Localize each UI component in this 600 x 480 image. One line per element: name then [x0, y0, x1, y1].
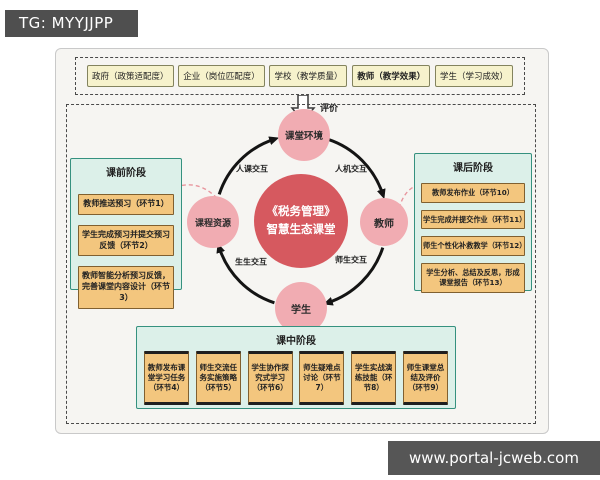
center-title-line1: 《税务管理》	[266, 204, 336, 219]
node-course-resources: 课程资源	[187, 196, 239, 248]
stakeholder-student: 学生（学习成效）	[434, 65, 513, 87]
pre-class-panel: 课前阶段 教师推送预习（环节1） 学生完成预习并提交预习反馈（环节2） 教师智能…	[70, 158, 182, 309]
stakeholder-enterprise: 企业（岗位匹配度）	[178, 65, 265, 87]
in-class-step-6: 师生课堂总结及评价（环节9）	[402, 351, 448, 405]
interaction-teacher-student: 师生交互	[335, 255, 367, 265]
post-class-step-2: 学生完成并提交作业（环节11）	[421, 209, 526, 230]
evaluation-row: 政府（政策适配度） 企业（岗位匹配度） 学校（教学质量） 教师（教学效果） 学生…	[75, 57, 525, 95]
center-circle: 《税务管理》 智慧生态课堂	[254, 174, 348, 268]
stakeholder-teacher: 教师（教学效果）	[352, 65, 431, 87]
interaction-student-student: 生生交互	[235, 257, 267, 267]
interaction-person-machine: 人机交互	[335, 164, 367, 174]
in-class-step-4: 师生疑难点讨论（环节7）	[299, 351, 345, 405]
evaluation-arrow-label: 评价	[320, 104, 339, 114]
post-class-step-1: 教师发布作业（环节10）	[421, 183, 525, 203]
arc-student-to-resources	[216, 242, 275, 305]
pre-class-step-2: 学生完成预习并提交预习反馈（环节2）	[78, 224, 174, 257]
in-class-step-5: 学生实战演练技能（环节8）	[351, 351, 397, 405]
arc-resources-to-environment	[217, 136, 280, 195]
center-title-line2: 智慧生态课堂	[266, 222, 336, 236]
stakeholder-government: 政府（政策适配度）	[87, 65, 174, 87]
arc-environment-to-teacher	[327, 137, 386, 200]
stakeholder-school: 学校（教学质量）	[269, 65, 348, 87]
tg-watermark-label: TG: MYYJJPP	[5, 10, 138, 37]
pre-class-step-1: 教师推送预习（环节1）	[78, 194, 174, 215]
interaction-person-course: 人课交互	[236, 164, 268, 174]
in-class-step-2: 师生交流任务实施策略（环节5）	[195, 351, 241, 405]
post-class-step-4: 学生分析、总结及反思，形成课堂报告（环节13）	[421, 263, 525, 293]
site-watermark-label: www.portal-jcweb.com	[388, 441, 600, 475]
node-student: 学生	[275, 282, 327, 334]
in-class-steps-row: 教师发布课堂学习任务（环节4） 师生交流任务实施策略（环节5） 学生协作探究式学…	[144, 351, 448, 405]
post-class-step-3: 师生个性化补救教学（环节12）	[421, 236, 526, 257]
pre-class-title: 课前阶段	[106, 168, 146, 179]
node-teacher: 教师	[360, 198, 408, 246]
in-class-step-1: 教师发布课堂学习任务（环节4）	[144, 351, 189, 405]
in-class-panel: 课中阶段 教师发布课堂学习任务（环节4） 师生交流任务实施策略（环节5） 学生协…	[136, 326, 456, 409]
ecosystem-box: 课堂环境 教师 学生 课程资源 《税务管理》 智慧生态课堂 人课交互 人机交互 …	[66, 104, 536, 424]
in-class-step-3: 学生协作探究式学习（环节6）	[247, 351, 293, 405]
post-class-title: 课后阶段	[453, 163, 493, 174]
in-class-title: 课中阶段	[276, 336, 316, 347]
pre-class-step-3: 教师智能分析预习反馈，完善课堂内容设计（环节3）	[78, 266, 174, 309]
arc-teacher-to-student	[322, 247, 385, 306]
post-class-panel: 课后阶段 教师发布作业（环节10） 学生完成并提交作业（环节11） 师生个性化补…	[414, 153, 532, 293]
node-classroom-environment: 课堂环境	[278, 109, 330, 161]
